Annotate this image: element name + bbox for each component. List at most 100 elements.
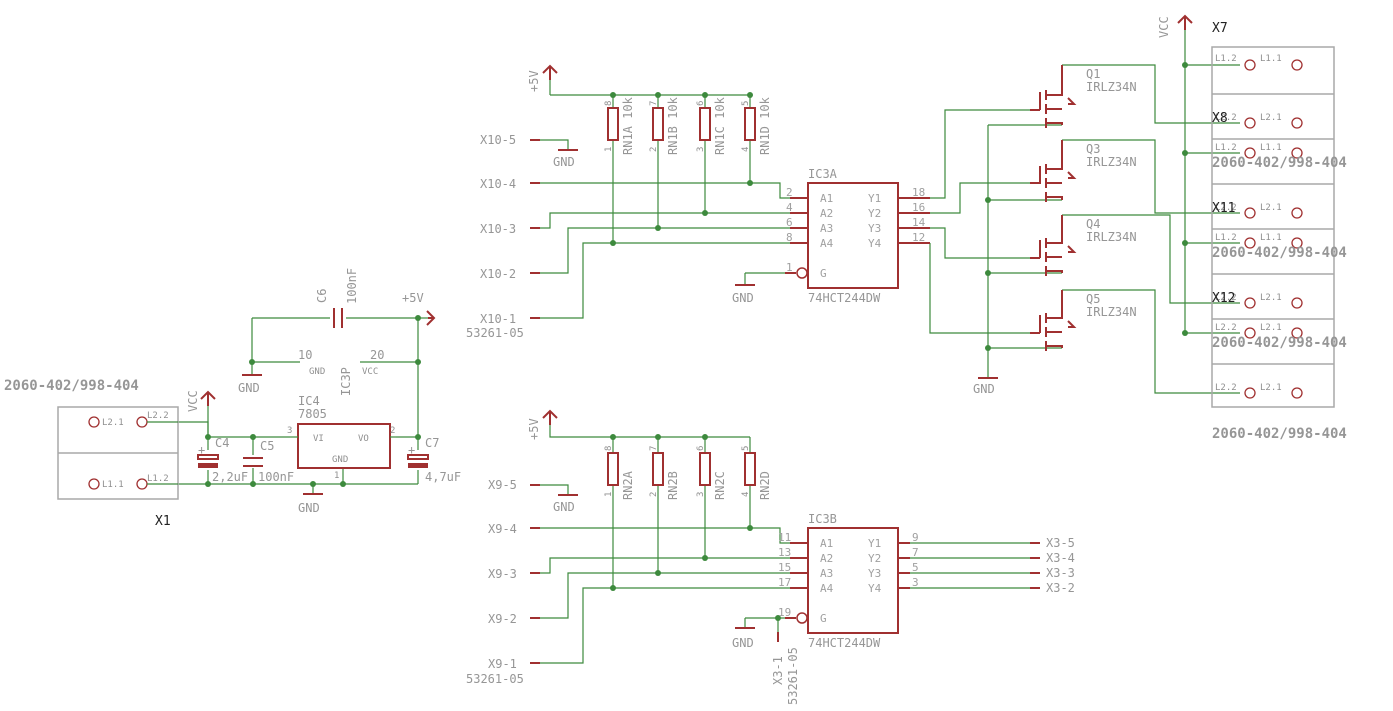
- svg-text:5: 5: [912, 561, 919, 574]
- svg-text:Q4: Q4: [1086, 217, 1100, 231]
- svg-text:L1.2: L1.2: [1215, 143, 1237, 153]
- svg-text:L1.1: L1.1: [1260, 233, 1282, 243]
- svg-text:7: 7: [649, 101, 659, 106]
- ic4-name: IC4: [298, 394, 320, 408]
- svg-text:L1.2: L1.2: [1215, 54, 1237, 64]
- gnd-label-x9: GND: [553, 500, 575, 514]
- svg-text:8: 8: [786, 231, 793, 244]
- svg-text:A3: A3: [820, 567, 833, 580]
- ic4-pin-gnd: 1: [334, 471, 339, 481]
- ic4-vo: VO: [358, 434, 369, 444]
- rn1-network[interactable]: RN1A 10k RN1B 10k RN1C 10k RN1D 10k 8 7 …: [604, 96, 772, 155]
- mosfet-q5[interactable]: Q5 IRLZ34N: [1030, 290, 1137, 351]
- x1-pin-l11: L1.1: [102, 480, 124, 490]
- svg-text:16: 16: [912, 201, 925, 214]
- ic4-regulator[interactable]: IC4 7805 VI VO GND 3 2 1: [287, 394, 396, 481]
- x1-pin-l12: L1.2: [147, 474, 169, 484]
- svg-text:L2.2: L2.2: [1215, 323, 1237, 333]
- svg-text:5: 5: [741, 101, 751, 106]
- svg-text:L2.1: L2.1: [1260, 203, 1282, 213]
- mosfet-q4[interactable]: Q4 IRLZ34N: [1030, 215, 1137, 276]
- svg-text:A2: A2: [820, 207, 833, 220]
- svg-text:IRLZ34N: IRLZ34N: [1086, 230, 1137, 244]
- ic3p-label-gnd: GND: [309, 367, 325, 377]
- ic3p-power[interactable]: 10 20 GND VCC IC3P: [298, 348, 384, 396]
- svg-text:4: 4: [741, 492, 751, 497]
- x11-part: 2060-402/998-404: [1212, 245, 1347, 261]
- rn1a-label: RN1A 10k: [621, 96, 635, 155]
- mosfet-q3[interactable]: Q3 IRLZ34N: [1030, 140, 1137, 202]
- c6-capacitor[interactable]: C6 100nF: [315, 268, 359, 328]
- x1-connector[interactable]: L2.1 L2.2 L1.1 L1.2 2060-402/998-404 X1: [4, 378, 179, 529]
- junctions: [205, 62, 1188, 621]
- x9-pin-5: X9-5: [488, 478, 517, 492]
- svg-text:IRLZ34N: IRLZ34N: [1086, 155, 1137, 169]
- nets: [178, 30, 1240, 664]
- c5-capacitor[interactable]: C5 100nF: [243, 439, 294, 484]
- c5-name: C5: [260, 439, 274, 453]
- x3-pin-2: X3-2: [1046, 581, 1075, 595]
- rn1d-label: RN1D 10k: [758, 96, 772, 155]
- svg-text:A4: A4: [820, 582, 834, 595]
- x8-name: X8: [1212, 111, 1228, 126]
- svg-text:5: 5: [741, 446, 751, 451]
- svg-text:Q1: Q1: [1086, 67, 1100, 81]
- c6-value: 100nF: [345, 268, 359, 304]
- svg-text:Y2: Y2: [868, 207, 881, 220]
- svg-text:A4: A4: [820, 237, 834, 250]
- p5v-label-power: +5V: [402, 291, 424, 305]
- svg-text:14: 14: [912, 216, 926, 229]
- svg-text:G: G: [820, 267, 827, 280]
- x1-part: 2060-402/998-404: [4, 378, 139, 394]
- ic3b-buffer[interactable]: IC3B 74HCT244DW A1 A2 A3 A4 Y1 Y2 Y3 Y4 …: [778, 512, 919, 650]
- c7-plus: +: [408, 443, 415, 457]
- rn1c-label: RN1C 10k: [713, 96, 727, 155]
- svg-text:4: 4: [786, 201, 793, 214]
- rn2c-label: RN2C: [713, 471, 727, 500]
- x13-part: 2060-402/998-404: [1212, 426, 1347, 442]
- svg-text:L2.1: L2.1: [1260, 323, 1282, 333]
- svg-text:11: 11: [778, 531, 791, 544]
- svg-text:6: 6: [786, 216, 793, 229]
- vcc-label-left: VCC: [186, 390, 200, 412]
- x10-pin-3: X10-3: [480, 222, 516, 236]
- x10-pin-2: X10-2: [480, 267, 516, 281]
- ic3p-name: IC3P: [339, 367, 353, 396]
- x9-pin-3: X9-3: [488, 567, 517, 581]
- rn2b-label: RN2B: [666, 471, 680, 500]
- c4-plus: +: [198, 443, 205, 457]
- x3-pin-3: X3-3: [1046, 566, 1075, 580]
- x12-part: 2060-402/998-404: [1212, 335, 1347, 351]
- gnd-label-ic3b: GND: [732, 636, 754, 650]
- svg-text:15: 15: [778, 561, 791, 574]
- svg-text:3: 3: [696, 492, 706, 497]
- rn2-network[interactable]: RN2A RN2B RN2C RN2D 8 7 6 5 1 2 3 4: [604, 446, 772, 500]
- svg-text:Q3: Q3: [1086, 142, 1100, 156]
- svg-text:A1: A1: [820, 192, 833, 205]
- x10-connector[interactable]: X10-5 X10-4 X10-3 X10-2 X10-1 53261-05: [466, 133, 540, 340]
- x10-part: 53261-05: [466, 326, 524, 340]
- x9-connector[interactable]: X9-5 X9-4 X9-3 X9-2 X9-1 53261-05: [466, 478, 540, 686]
- svg-text:A3: A3: [820, 222, 833, 235]
- ic3a-buffer[interactable]: IC3A 74HCT244DW A1 A2 A3 A4 Y1 Y2 Y3 Y4 …: [785, 167, 930, 305]
- x3-part: 53261-05: [786, 647, 800, 705]
- c7-capacitor[interactable]: + C7 4,7uF: [407, 436, 461, 484]
- x9-pin-1: X9-1: [488, 657, 517, 671]
- svg-text:G: G: [820, 612, 827, 625]
- x8-part: 2060-402/998-404: [1212, 155, 1347, 171]
- c4-capacitor[interactable]: + C4 2,2uF: [197, 436, 248, 484]
- svg-text:L2.1: L2.1: [1260, 113, 1282, 123]
- x9-pin-4: X9-4: [488, 522, 517, 536]
- output-connectors[interactable]: L1.2 L1.1 L2.2 L2.1 L1.2 L1.1 L2.2 L2.1 …: [1211, 21, 1347, 442]
- c4-name: C4: [215, 436, 229, 450]
- x3-connector[interactable]: X3-5 X3-4 X3-3 X3-2 X3-1 53261-05: [771, 536, 1075, 705]
- svg-text:8: 8: [604, 101, 614, 106]
- gnd-label-x10: GND: [553, 155, 575, 169]
- mosfet-q1[interactable]: Q1 IRLZ34N: [1030, 65, 1137, 128]
- ic4-vi: VI: [313, 434, 324, 444]
- svg-text:Y2: Y2: [868, 552, 881, 565]
- svg-text:L2.2: L2.2: [1215, 203, 1237, 213]
- x1-pin-l22: L2.2: [147, 411, 169, 421]
- ic4-value: 7805: [298, 407, 327, 421]
- svg-text:12: 12: [912, 231, 925, 244]
